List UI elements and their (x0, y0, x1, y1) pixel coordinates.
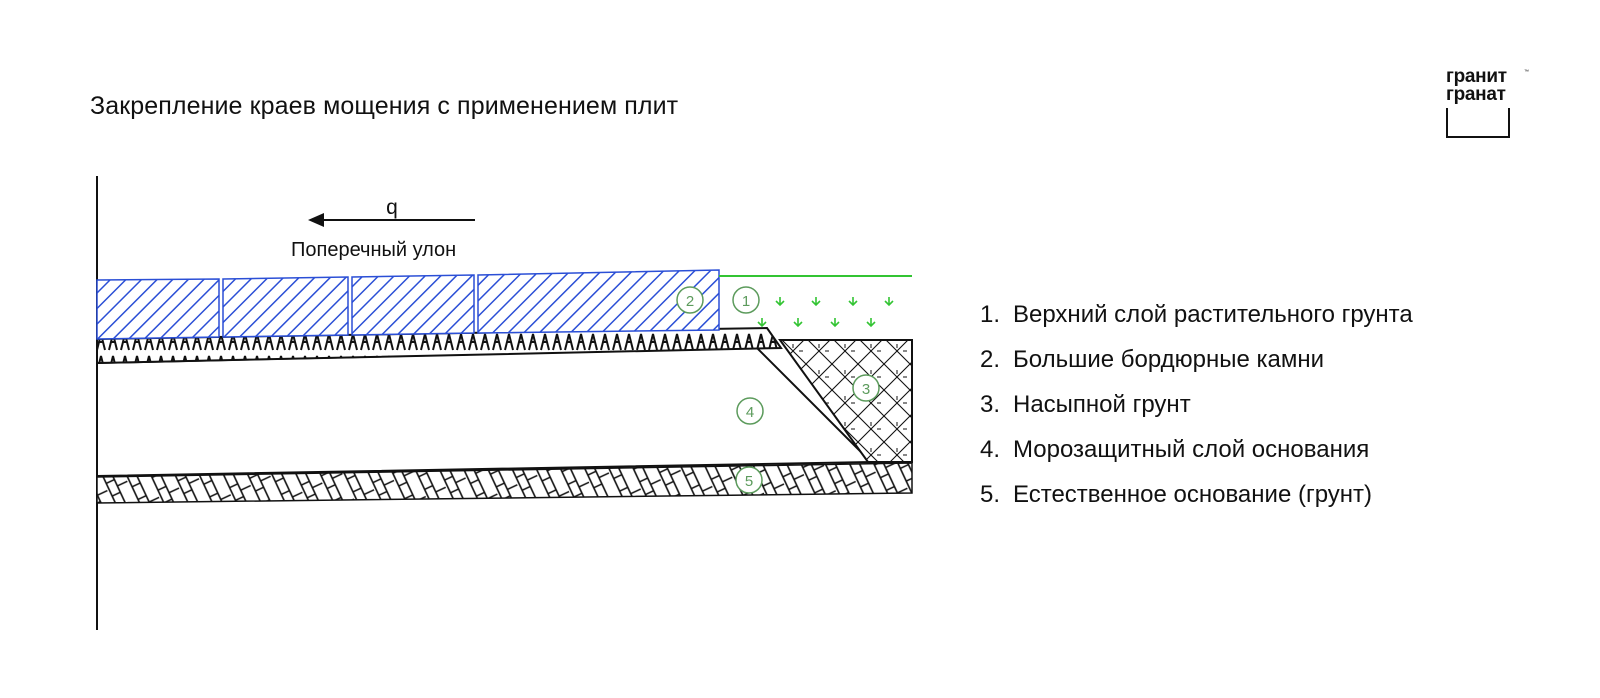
paving-slabs (96, 269, 720, 340)
logo-line-2: гранат (1446, 84, 1506, 105)
legend-number: 1. (980, 301, 1001, 328)
slab-1 (96, 278, 220, 340)
marker-2: 2 (676, 286, 704, 314)
slab-4 (477, 269, 720, 334)
legend-text: Насыпной грунт (1013, 391, 1191, 418)
legend-number: 5. (980, 481, 1001, 508)
legend-item-3: 3. Насыпной грунт (980, 382, 1413, 427)
fill-soil-layer (778, 339, 913, 463)
logo-trademark: ™ (1524, 69, 1529, 75)
logo-bracket (1446, 108, 1510, 138)
legend-text: Верхний слой растительного грунта (1013, 301, 1413, 328)
load-arrow (308, 213, 475, 227)
slope-label: Поперечный улон (291, 239, 456, 261)
legend-list: 1. Верхний слой растительного грунта 2. … (980, 292, 1413, 517)
marker-4: 4 (736, 397, 764, 425)
svg-text:5: 5 (745, 473, 753, 490)
legend-item-5: 5. Естественное основание (грунт) (980, 472, 1413, 517)
marker-3: 3 (852, 374, 880, 402)
legend-item-2: 2. Большие бордюрные камни (980, 337, 1413, 382)
page-title: Закрепление краев мощения с применением … (90, 92, 679, 120)
brand-logo: гранит ™ гранат (1446, 66, 1529, 146)
legend-item-4: 4. Морозащитный слой основания (980, 427, 1413, 472)
slab-3 (351, 274, 475, 336)
vegetation-marks (757, 297, 894, 328)
marker-1: 1 (732, 286, 760, 314)
logo-line-1: гранит (1446, 66, 1507, 87)
legend-number: 2. (980, 346, 1001, 373)
svg-text:3: 3 (862, 381, 870, 398)
slab-2 (222, 276, 349, 338)
legend-number: 4. (980, 436, 1001, 463)
svg-text:4: 4 (746, 404, 754, 421)
legend-number: 3. (980, 391, 1001, 418)
legend-text: Большие бордюрные камни (1013, 346, 1325, 373)
paving-cross-section-diagram: q Поперечный улон 1 2 3 4 (96, 176, 913, 630)
natural-soil-layer (96, 462, 913, 504)
svg-text:1: 1 (742, 293, 750, 310)
legend-item-1: 1. Верхний слой растительного грунта (980, 292, 1413, 337)
load-label: q (386, 196, 398, 219)
svg-text:2: 2 (686, 293, 694, 310)
marker-5: 5 (735, 466, 763, 494)
legend-text: Морозащитный слой основания (1013, 436, 1370, 463)
legend-text: Естественное основание (грунт) (1013, 481, 1373, 508)
